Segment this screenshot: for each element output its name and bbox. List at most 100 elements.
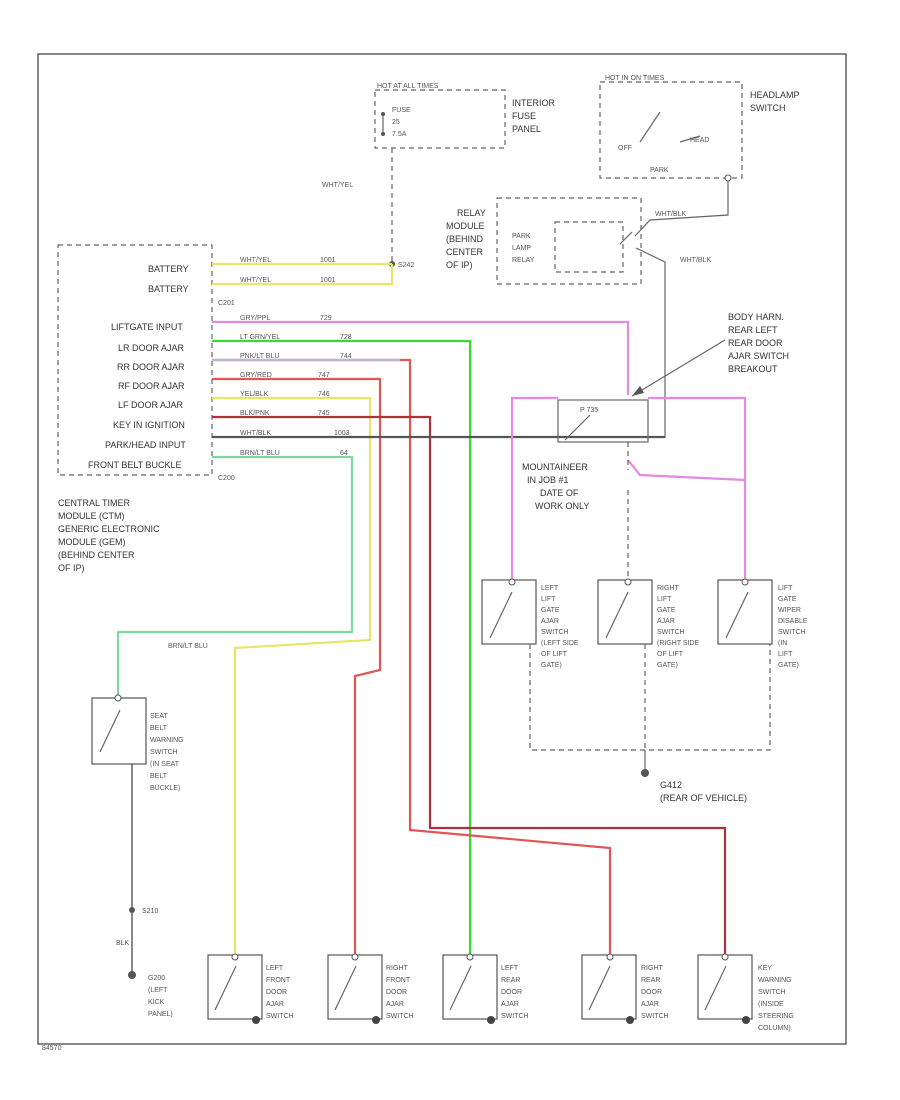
svg-text:GATE): GATE) [778,662,799,669]
svg-text:WHT/YEL: WHT/YEL [240,257,271,264]
svg-text:LEFT: LEFT [501,965,519,972]
svg-text:AJAR: AJAR [641,1001,659,1008]
svg-text:RELAY: RELAY [457,208,486,218]
svg-text:DOOR: DOOR [501,989,522,996]
wire-lr-door-ajar [212,339,472,955]
svg-text:GRY/RED: GRY/RED [240,372,272,379]
right-rear-door-ajar-switch: RIGHT REAR DOOR AJAR SWITCH [581,953,669,1024]
svg-text:LIFT: LIFT [541,596,556,603]
svg-text:BLK/PNK: BLK/PNK [240,410,270,417]
svg-text:REAR: REAR [641,977,660,984]
svg-text:YEL/BLK: YEL/BLK [240,391,269,398]
svg-text:1001: 1001 [320,257,336,264]
left-front-door-ajar-switch: LEFT FRONT DOOR AJAR SWITCH [207,953,294,1024]
svg-text:SWITCH: SWITCH [501,1013,529,1020]
svg-text:FRONT: FRONT [266,977,291,984]
svg-text:LIFT: LIFT [778,651,793,658]
wire-key-in-ignition [212,415,727,955]
wire-battery-2 [212,264,394,286]
svg-text:WARNING: WARNING [150,737,184,744]
svg-text:G412: G412 [660,780,682,790]
svg-text:LIFT: LIFT [778,585,793,592]
svg-text:OF IP): OF IP) [446,260,473,270]
svg-text:SWITCH: SWITCH [750,103,786,113]
svg-text:SWITCH: SWITCH [657,629,685,636]
svg-text:AJAR: AJAR [501,1001,519,1008]
svg-text:AJAR SWITCH: AJAR SWITCH [728,351,789,361]
svg-text:HOT AT ALL TIMES: HOT AT ALL TIMES [377,83,439,90]
svg-text:SWITCH: SWITCH [266,1013,294,1020]
svg-text:(LEFT SIDE: (LEFT SIDE [541,640,579,647]
svg-text:(RIGHT SIDE: (RIGHT SIDE [657,640,700,647]
svg-text:MODULE: MODULE [446,221,485,231]
svg-text:744: 744 [340,353,352,360]
svg-text:FRONT BELT BUCKLE: FRONT BELT BUCKLE [88,460,182,470]
svg-text:728: 728 [340,334,352,341]
svg-text:GRY/PPL: GRY/PPL [240,315,270,322]
svg-text:DISABLE: DISABLE [778,618,808,625]
svg-text:DOOR: DOOR [386,989,407,996]
svg-text:(REAR OF VEHICLE): (REAR OF VEHICLE) [660,793,747,803]
headlamp-switch: HOT IN ON TIMES HEADLAMP SWITCH OFF HEAD… [599,75,800,182]
svg-text:LF DOOR AJAR: LF DOOR AJAR [118,400,184,410]
svg-text:REAR DOOR: REAR DOOR [728,338,783,348]
svg-text:PARK: PARK [650,167,669,174]
svg-text:RIGHT: RIGHT [641,965,664,972]
svg-text:OF LIFT: OF LIFT [541,651,568,658]
svg-text:PANEL): PANEL) [148,1011,173,1018]
svg-text:WORK ONLY: WORK ONLY [535,501,589,511]
svg-text:BUCKLE): BUCKLE) [150,785,180,792]
svg-text:RIGHT: RIGHT [386,965,409,972]
svg-text:WHT/YEL: WHT/YEL [322,182,353,189]
svg-text:OFF: OFF [618,145,632,152]
svg-text:C201: C201 [218,300,235,307]
svg-text:INTERIOR: INTERIOR [512,98,556,108]
svg-text:LIFT: LIFT [657,596,672,603]
svg-text:RELAY: RELAY [512,257,535,264]
svg-text:GATE): GATE) [657,662,678,669]
svg-text:P 735: P 735 [580,407,598,414]
right-front-door-ajar-switch: RIGHT FRONT DOOR AJAR SWITCH [327,953,414,1024]
svg-text:PANEL: PANEL [512,124,541,134]
svg-text:746: 746 [318,391,330,398]
svg-text:BELT: BELT [150,773,168,780]
svg-text:HEAD: HEAD [690,137,709,144]
svg-text:S210: S210 [142,908,158,915]
svg-text:GATE): GATE) [541,662,562,669]
svg-text:OF LIFT: OF LIFT [657,651,684,658]
svg-text:747: 747 [318,372,330,379]
svg-text:LAMP: LAMP [512,245,531,252]
svg-text:(LEFT: (LEFT [148,987,168,994]
svg-text:BREAKOUT: BREAKOUT [728,364,778,374]
svg-text:WHT/BLK: WHT/BLK [655,211,686,218]
svg-text:C200: C200 [218,475,235,482]
svg-text:COLUMN): COLUMN) [758,1025,791,1032]
svg-text:WHT/BLK: WHT/BLK [680,257,711,264]
svg-text:RR DOOR AJAR: RR DOOR AJAR [117,362,185,372]
svg-text:HOT IN ON TIMES: HOT IN ON TIMES [605,75,665,82]
svg-text:DATE OF: DATE OF [540,488,579,498]
svg-text:AJAR: AJAR [541,618,559,625]
svg-text:GENERIC ELECTRONIC: GENERIC ELECTRONIC [58,524,160,534]
body-harness-breakout: BODY HARN. REAR LEFT REAR DOOR AJAR SWIT… [557,312,789,443]
svg-text:REAR: REAR [501,977,520,984]
svg-text:GATE: GATE [778,596,797,603]
svg-text:KEY: KEY [758,965,772,972]
svg-text:CENTRAL TIMER: CENTRAL TIMER [58,498,131,508]
right-lift-gate-ajar-switch: RIGHT LIFT GATE AJAR SWITCH (RIGHT SIDE … [597,578,700,669]
svg-text:BLK: BLK [116,940,130,947]
svg-text:(BEHIND CENTER: (BEHIND CENTER [58,550,135,560]
svg-text:S242: S242 [398,262,414,269]
svg-text:STEERING: STEERING [758,1013,794,1020]
svg-text:LEFT: LEFT [266,965,284,972]
svg-text:WHT/YEL: WHT/YEL [240,277,271,284]
svg-text:BODY HARN.: BODY HARN. [728,312,784,322]
svg-text:(IN SEAT: (IN SEAT [150,761,180,768]
svg-text:GATE: GATE [657,607,676,614]
svg-text:PNK/LT BLU: PNK/LT BLU [240,353,279,360]
left-rear-door-ajar-switch: LEFT REAR DOOR AJAR SWITCH [442,953,529,1024]
seat-belt-warning-switch: SEAT BELT WARNING SWITCH (IN SEAT BELT B… [91,694,184,792]
splice-s210 [129,907,135,913]
svg-text:WHT/BLK: WHT/BLK [240,430,271,437]
